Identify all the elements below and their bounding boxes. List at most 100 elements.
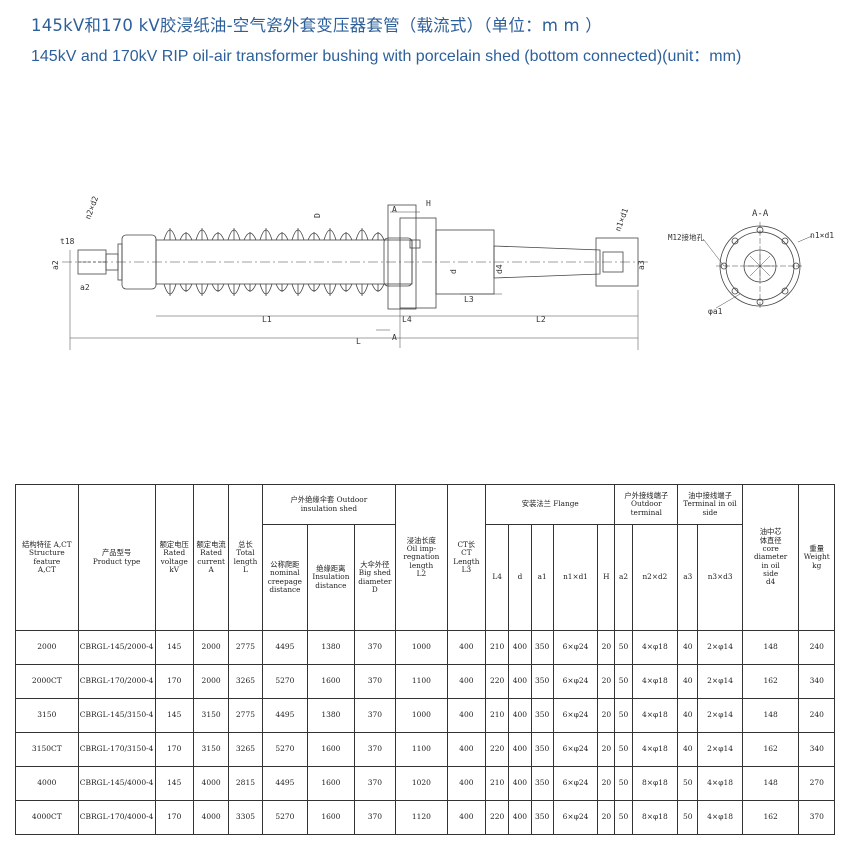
table-cell: 4×φ18 [631,630,679,665]
table-cell: 6×φ24 [552,664,599,699]
table-cell: 400 [508,766,532,801]
label-t18: t18 [60,237,75,246]
header-weight: 重量 Weight kg [798,484,835,631]
table-cell: 350 [530,732,554,767]
header-H: H [597,524,616,631]
table-cell: 3305 [228,800,263,835]
table-cell: CBRGL-170/4000-4 [77,800,156,835]
header-core-diameter: 油中芯 体直径 core diameter in oil side d4 [741,484,800,631]
table-cell: 400 [446,664,487,699]
label-L4: L4 [402,315,412,324]
table-cell: 400 [508,630,532,665]
table-cell: 1120 [395,800,448,835]
table-cell: 2000 [15,630,79,665]
header-flange: 安装法兰 Flange [485,484,616,525]
table-cell: 400 [446,732,487,767]
table-cell: 370 [353,766,397,801]
label-H: H [426,199,431,208]
label-L: L [356,337,361,346]
table-cell: 1600 [307,664,355,699]
label-d4: d4 [495,264,504,274]
table-cell: 148 [741,766,800,801]
table-cell: 3150 [192,698,230,733]
table-cell: 4000CT [15,800,79,835]
table-cell: 270 [798,766,835,801]
table-cell: 2×φ14 [697,698,743,733]
table-cell: 350 [530,800,554,835]
header-a1: a1 [530,524,554,631]
label-d: d [449,269,458,274]
label-n2-d2: n2×d2 [83,195,100,221]
table-cell: CBRGL-170/3150-4 [77,732,156,767]
table-cell: 148 [741,698,800,733]
header-L4: L4 [485,524,510,631]
table-cell: 50 [614,766,633,801]
header-d: d [508,524,532,631]
table-cell: 4000 [192,766,230,801]
table-cell: 4×φ18 [697,766,743,801]
table-cell: 4000 [192,800,230,835]
table-cell: CBRGL-145/4000-4 [77,766,156,801]
table-cell: 2×φ14 [697,732,743,767]
table-cell: 1600 [307,800,355,835]
header-insulation-distance: 绝缘距离 Insulation distance [307,524,355,631]
table-cell: 2000CT [15,664,79,699]
table-cell: 145 [154,698,194,733]
header-ct-length: CT长 CT Length L3 [446,484,487,631]
table-cell: 3150 [192,732,230,767]
table-cell: CBRGL-145/2000-4 [77,630,156,665]
page-title-english: 145kV and 170kV RIP oil-air transformer … [31,48,742,65]
mounting-flange [387,204,417,310]
table-cell: 6×φ24 [552,766,599,801]
label-n1-d1: n1×d1 [613,207,630,233]
label-L2: L2 [536,315,546,324]
table-cell: 5270 [261,800,309,835]
table-cell: 4495 [261,698,309,733]
label-a3: a3 [637,260,646,270]
table-cell: 400 [446,630,487,665]
table-cell: 4×φ18 [631,698,679,733]
table-cell: 4×φ18 [697,800,743,835]
table-cell: 148 [741,630,800,665]
table-cell: 8×φ18 [631,800,679,835]
table-cell: 3265 [228,732,263,767]
table-cell: 162 [741,732,800,767]
table-cell: 170 [154,732,194,767]
table-cell: 3265 [228,664,263,699]
header-outdoor-terminal: 户外接线端子 Outdoor terminal [614,484,679,525]
table-cell: 210 [485,630,510,665]
table-cell: 400 [508,800,532,835]
table-cell: 370 [353,698,397,733]
header-oil-terminal: 油中接线端子 Terminal in oil side [677,484,743,525]
table-cell: 6×φ24 [552,698,599,733]
table-cell: 145 [154,766,194,801]
table-cell: 350 [530,766,554,801]
table-cell: 4×φ18 [631,664,679,699]
table-cell: 400 [508,698,532,733]
header-structure-feature: 结构特征 A,CT Structure feature A,CT [15,484,79,631]
table-cell: 2775 [228,630,263,665]
table-cell: 2×φ14 [697,630,743,665]
table-cell: 4000 [15,766,79,801]
header-outdoor-shed: 户外绝缘伞套 Outdoor insulation shed [261,484,397,525]
table-cell: 370 [798,800,835,835]
header-creepage-distance: 公称爬距 nominal creepage distance [261,524,309,631]
table-cell: 40 [677,664,699,699]
table-cell: 40 [677,698,699,733]
table-cell: 1600 [307,766,355,801]
table-cell: 240 [798,630,835,665]
table-cell: 6×φ24 [552,732,599,767]
table-cell: 50 [677,766,699,801]
header-rated-voltage: 额定电压 Rated voltage kV [154,484,194,631]
section-a-a-title: A-A [752,209,769,219]
table-cell: 1000 [395,698,448,733]
label-a2-bottom: a2 [80,283,90,292]
table-cell: 1380 [307,630,355,665]
table-cell: 4×φ18 [631,732,679,767]
table-cell: 210 [485,698,510,733]
table-cell: 3150 [15,698,79,733]
